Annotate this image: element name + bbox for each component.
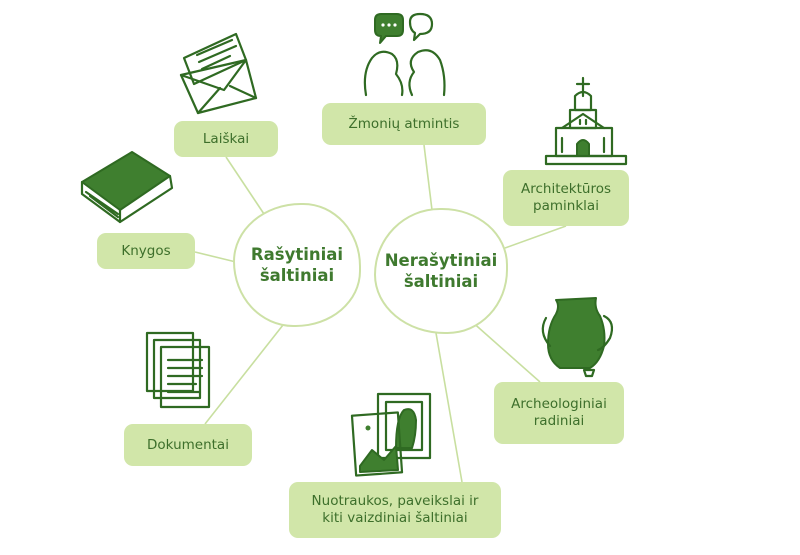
connector-architecture xyxy=(504,225,567,249)
node-archaeological-finds: Archeologiniai radiniai xyxy=(494,382,624,444)
node-documents-label: Dokumentai xyxy=(147,436,229,453)
unwritten-sources-hub-label: Nerašytiniai šaltiniai xyxy=(384,251,498,291)
connector-documents xyxy=(204,324,284,425)
node-architecture-monuments-label: Architektūros paminklai xyxy=(520,181,612,214)
picture-frames-icon xyxy=(350,392,432,477)
documents-stack-icon xyxy=(145,331,211,409)
node-people-memory-label: Žmonių atmintis xyxy=(348,115,460,132)
node-visual-sources-label: Nuotraukos, paveikslai ir kiti vaizdinia… xyxy=(311,493,479,526)
node-architecture-monuments: Architektūros paminklai xyxy=(503,170,629,226)
letter-envelope-icon xyxy=(179,32,258,115)
church-icon xyxy=(544,76,628,166)
unwritten-sources-hub: Nerašytiniai šaltiniai xyxy=(374,208,508,334)
connector-archaeology xyxy=(469,319,541,383)
node-books: Knygos xyxy=(97,233,195,269)
node-books-label: Knygos xyxy=(121,242,171,259)
written-sources-hub-label: Rašytiniai šaltiniai xyxy=(250,245,344,285)
jug-icon xyxy=(541,297,614,378)
node-documents: Dokumentai xyxy=(124,424,252,466)
book-icon xyxy=(80,151,174,224)
connector-images xyxy=(435,332,463,483)
written-sources-hub: Rašytiniai šaltiniai xyxy=(233,203,361,327)
node-letters-label: Laiškai xyxy=(202,130,250,147)
connector-books xyxy=(194,251,237,263)
node-letters: Laiškai xyxy=(174,121,278,157)
people-talking-icon xyxy=(363,12,446,97)
node-visual-sources: Nuotraukos, paveikslai ir kiti vaizdinia… xyxy=(289,482,501,538)
node-people-memory: Žmonių atmintis xyxy=(322,103,486,145)
connector-memory xyxy=(423,144,433,211)
node-archaeological-finds-label: Archeologiniai radiniai xyxy=(511,396,607,429)
connector-letters xyxy=(225,156,269,221)
